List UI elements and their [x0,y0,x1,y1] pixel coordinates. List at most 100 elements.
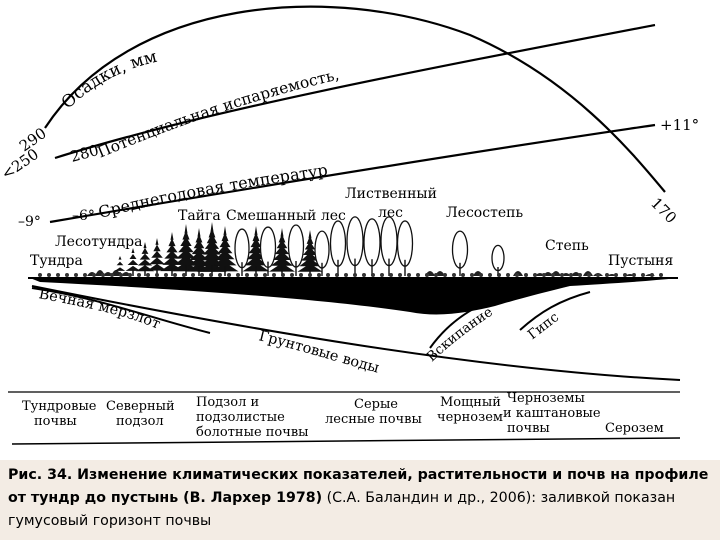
ground-cover-mark [47,273,51,277]
svg-text:почвы: почвы [507,421,550,436]
precip-end-value: 170 [647,194,680,227]
temp-start-value: –9° [18,214,41,230]
zone-label-forest-tundra: Лесотундра [55,234,142,250]
svg-text:Северный: Северный [106,399,175,414]
deciduous-tree-icon [329,220,347,276]
ground-cover-mark [92,273,96,277]
ground-cover-mark [659,273,663,277]
conifer-tree-icon [160,232,184,276]
ground-cover-mark [110,273,114,277]
deciduous-tree-icon [346,216,364,276]
permafrost-line [31,287,211,334]
ground-cover-mark [515,273,519,277]
ground-cover-mark [299,273,303,277]
zone-label-deciduous-2: лес [378,205,403,221]
evap-mid-value: 280 [68,141,100,166]
ground-cover-mark [272,273,276,277]
ground-cover-mark [74,273,78,277]
groundwater-label: Грунтовые воды [257,328,381,376]
ground-cover-mark [83,273,87,277]
ground-cover-mark [569,273,573,277]
zone-label-deciduous-1: Лиственный [345,186,437,202]
precipitation-curve [44,5,666,193]
vegetation-layer [38,216,663,277]
ground-cover-mark [551,273,555,277]
ground-cover-mark [488,273,492,277]
ground-cover-mark [173,273,177,277]
ground-cover-mark [542,273,546,277]
ground-cover-mark [335,273,339,277]
ground-cover-mark [560,273,564,277]
ground-cover-mark [461,273,465,277]
humus-horizon-fill [30,278,678,315]
ground-cover-mark [398,273,402,277]
deciduous-tree-icon [451,230,469,276]
ground-cover-mark [326,273,330,277]
svg-text:Серозем: Серозем [605,421,664,436]
ground-cover-mark [425,273,429,277]
ground-cover-mark [290,273,294,277]
ground-cover-mark [344,273,348,277]
ground-cover-mark [119,273,123,277]
ground-cover-mark [209,273,213,277]
svg-text:почвы: почвы [34,414,77,429]
temp-mid-value: –6° [72,208,95,224]
ground-cover-mark [245,273,249,277]
deciduous-tree-icon [363,218,381,276]
deciduous-tree-icon [396,220,414,276]
ground-cover-mark [497,273,501,277]
caption-bold-text: Рис. 34. Изменение климатических показат… [8,467,709,506]
soil-label-thick-chernozem: Мощный чернозем [437,395,503,425]
ground-cover-mark [650,273,654,277]
gypsum-line [519,291,591,331]
zone-label-mixed-forest: Смешанный лес [226,208,346,224]
svg-text:Мощный: Мощный [440,395,501,410]
ground-cover-mark [281,273,285,277]
ground-cover-mark [623,273,627,277]
evaporation-curve [54,23,656,160]
soil-label-serozem: Серозем [605,421,664,436]
ground-cover-mark [236,273,240,277]
ground-cover-mark [380,273,384,277]
zone-label-forest-steppe: Лесостепь [446,205,523,221]
ground-cover-mark [389,273,393,277]
caption-citation-text: (С.А. Баландин и др., 2006): заливкой по… [8,490,676,529]
soil-profile-baseline [11,437,681,445]
ground-cover-mark [371,273,375,277]
deciduous-tree-icon [314,230,330,276]
ground-cover-mark [632,273,636,277]
ground-cover-mark [101,273,105,277]
zone-label-steppe: Степь [545,238,589,254]
ground-cover-mark [641,273,645,277]
ground-cover-mark [452,273,456,277]
ground-cover-mark [191,273,195,277]
ground-cover-mark [308,273,312,277]
ground-cover-mark [578,273,582,277]
ground-cover-mark [227,273,231,277]
evap-start-value: <250 [0,145,42,183]
effervescence-line [429,291,521,349]
deciduous-tree-icon [287,224,305,276]
ground-cover-mark [443,273,447,277]
zone-label-desert: Пустыня [608,253,674,269]
ground-cover-mark [587,273,591,277]
soil-label-podzolic: Подзол и подзолистые болотные почвы [196,395,309,440]
zone-label-taiga: Тайга [178,208,221,224]
svg-text:Подзол и: Подзол и [196,395,259,410]
soil-label-grey-forest: Серые лесные почвы [325,397,422,427]
ground-cover-mark [137,273,141,277]
ground-cover-mark [596,273,600,277]
gypsum-label: Гипс [525,309,562,343]
temp-end-value: +11° [660,116,699,134]
svg-text:подзолистые: подзолистые [196,410,285,425]
groundwater-line [31,285,681,381]
ground-cover-mark [524,273,528,277]
deciduous-tree-icon [259,226,277,276]
ground-cover-mark [128,273,132,277]
ground-cover-mark [470,273,474,277]
ground-cover-mark [164,273,168,277]
figure-caption: Рис. 34. Изменение климатических показат… [0,460,720,540]
svg-text:Тундровые: Тундровые [22,399,97,414]
evaporation-label: Потенциальная испаряемость, мм [0,0,346,162]
conifer-tree-icon [125,248,141,276]
